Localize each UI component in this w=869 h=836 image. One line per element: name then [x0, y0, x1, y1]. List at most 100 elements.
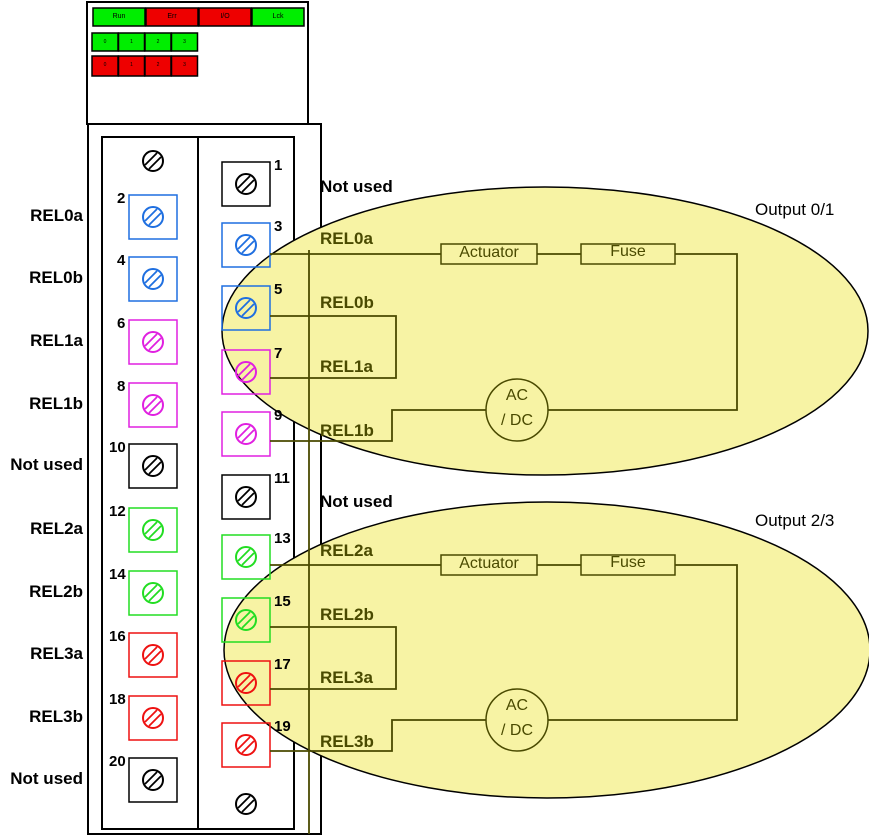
source-label: / DC [501, 412, 533, 429]
actuator-label: Actuator [459, 555, 519, 572]
terminal-number: 1 [274, 157, 283, 174]
red-led-label: 2 [156, 62, 160, 68]
indicator-lck-lamp [251, 7, 305, 27]
actuator-label: Actuator [459, 244, 519, 261]
fuse-label: Fuse [610, 243, 646, 260]
circuit-ellipse [223, 501, 869, 799]
terminal-number: 14 [109, 566, 126, 583]
terminal-number: 9 [274, 407, 283, 424]
wire [270, 626, 397, 690]
terminal-number: 15 [274, 593, 291, 610]
indicator-err-lamp [145, 7, 199, 27]
terminal-number: 5 [274, 281, 283, 298]
terminal-screw [128, 695, 178, 741]
green-led-label: 0 [103, 39, 107, 45]
terminal-number: 2 [117, 190, 126, 207]
terminal-label: REL1b [29, 394, 83, 413]
red-led-label: 0 [103, 62, 107, 68]
terminal-screw [128, 194, 178, 240]
wire [270, 719, 486, 752]
terminal-screw [221, 285, 271, 331]
wire-label: REL1b [320, 421, 374, 440]
terminal-label: REL1a [30, 331, 83, 350]
wire [270, 409, 486, 442]
indicator-label: Run [112, 13, 126, 20]
terminal-screw [221, 534, 271, 580]
terminal-number: 20 [109, 753, 126, 770]
terminal-screw [221, 349, 271, 395]
terminal-screw [128, 507, 178, 553]
terminal-screw [142, 150, 164, 172]
fuse-label: Fuse [610, 554, 646, 571]
terminal-screw [221, 411, 271, 457]
terminal-number: 6 [117, 315, 126, 332]
green-led [170, 32, 199, 52]
red-led-label: 3 [183, 62, 186, 68]
terminal-screw [128, 757, 178, 803]
terminal-label: REL2a [30, 519, 83, 538]
terminal-screw [128, 319, 178, 365]
terminal-number: 12 [109, 503, 126, 520]
indicator-label: Err [167, 13, 177, 20]
terminal-screw [221, 722, 271, 768]
terminal-label: REL3b [29, 707, 83, 726]
wire-label: Not used [320, 492, 393, 511]
terminal-screw [128, 632, 178, 678]
indicator-label: I/O [220, 13, 230, 20]
indicator-label: Lck [272, 13, 284, 20]
source-label: AC [505, 387, 529, 404]
terminal-label: Not used [10, 455, 83, 474]
terminal-number: 13 [274, 530, 291, 547]
terminal-screw [128, 570, 178, 616]
terminal-screw [221, 474, 271, 520]
left-terminal-strip [101, 136, 199, 830]
terminal-number: 11 [274, 470, 290, 487]
green-led-label: 2 [156, 39, 160, 45]
terminal-screw [128, 256, 178, 302]
terminal-label: REL0a [30, 206, 83, 225]
terminal-label: REL3a [30, 644, 83, 663]
circuit-ellipse [221, 186, 869, 476]
red-led-label: 1 [130, 62, 133, 68]
terminal-screw [221, 597, 271, 643]
wire-label: REL3b [320, 732, 374, 751]
red-led [170, 55, 199, 77]
indicator-run-lamp [92, 7, 146, 27]
wire [270, 315, 397, 379]
terminal-screw [128, 382, 178, 428]
wire-label: REL0a [320, 229, 373, 248]
circuit-title: Output 0/1 [755, 200, 835, 219]
wire [548, 253, 738, 411]
source-label: / DC [501, 722, 533, 739]
circuit-title: Output 2/3 [755, 511, 835, 530]
wire-label: REL2b [320, 605, 374, 624]
terminal-label: REL2b [29, 582, 83, 601]
indicator-io-lamp [198, 7, 252, 27]
source-label: AC [505, 697, 529, 714]
wire [548, 564, 738, 721]
terminal-screw [235, 793, 257, 815]
terminal-label: Not used [10, 769, 83, 788]
wire-label: REL0b [320, 293, 374, 312]
green-led-label: 1 [130, 39, 133, 45]
green-led-label: 3 [183, 39, 186, 45]
terminal-number: 18 [109, 691, 126, 708]
wire-label: Not used [320, 177, 393, 196]
terminal-screw [221, 222, 271, 268]
wire-label: REL1a [320, 357, 373, 376]
terminal-number: 17 [274, 656, 291, 673]
terminal-number: 3 [274, 218, 283, 235]
terminal-label: REL0b [29, 268, 83, 287]
terminal-number: 4 [117, 252, 126, 269]
wire-label: REL2a [320, 541, 373, 560]
terminal-screw [221, 161, 271, 207]
terminal-number: 10 [109, 439, 126, 456]
wire-label: REL3a [320, 668, 373, 687]
terminal-number: 8 [117, 378, 126, 395]
terminal-number: 19 [274, 718, 291, 735]
terminal-screw [221, 660, 271, 706]
terminal-number: 16 [109, 628, 126, 645]
terminal-screw [128, 443, 178, 489]
terminal-number: 7 [274, 345, 283, 362]
